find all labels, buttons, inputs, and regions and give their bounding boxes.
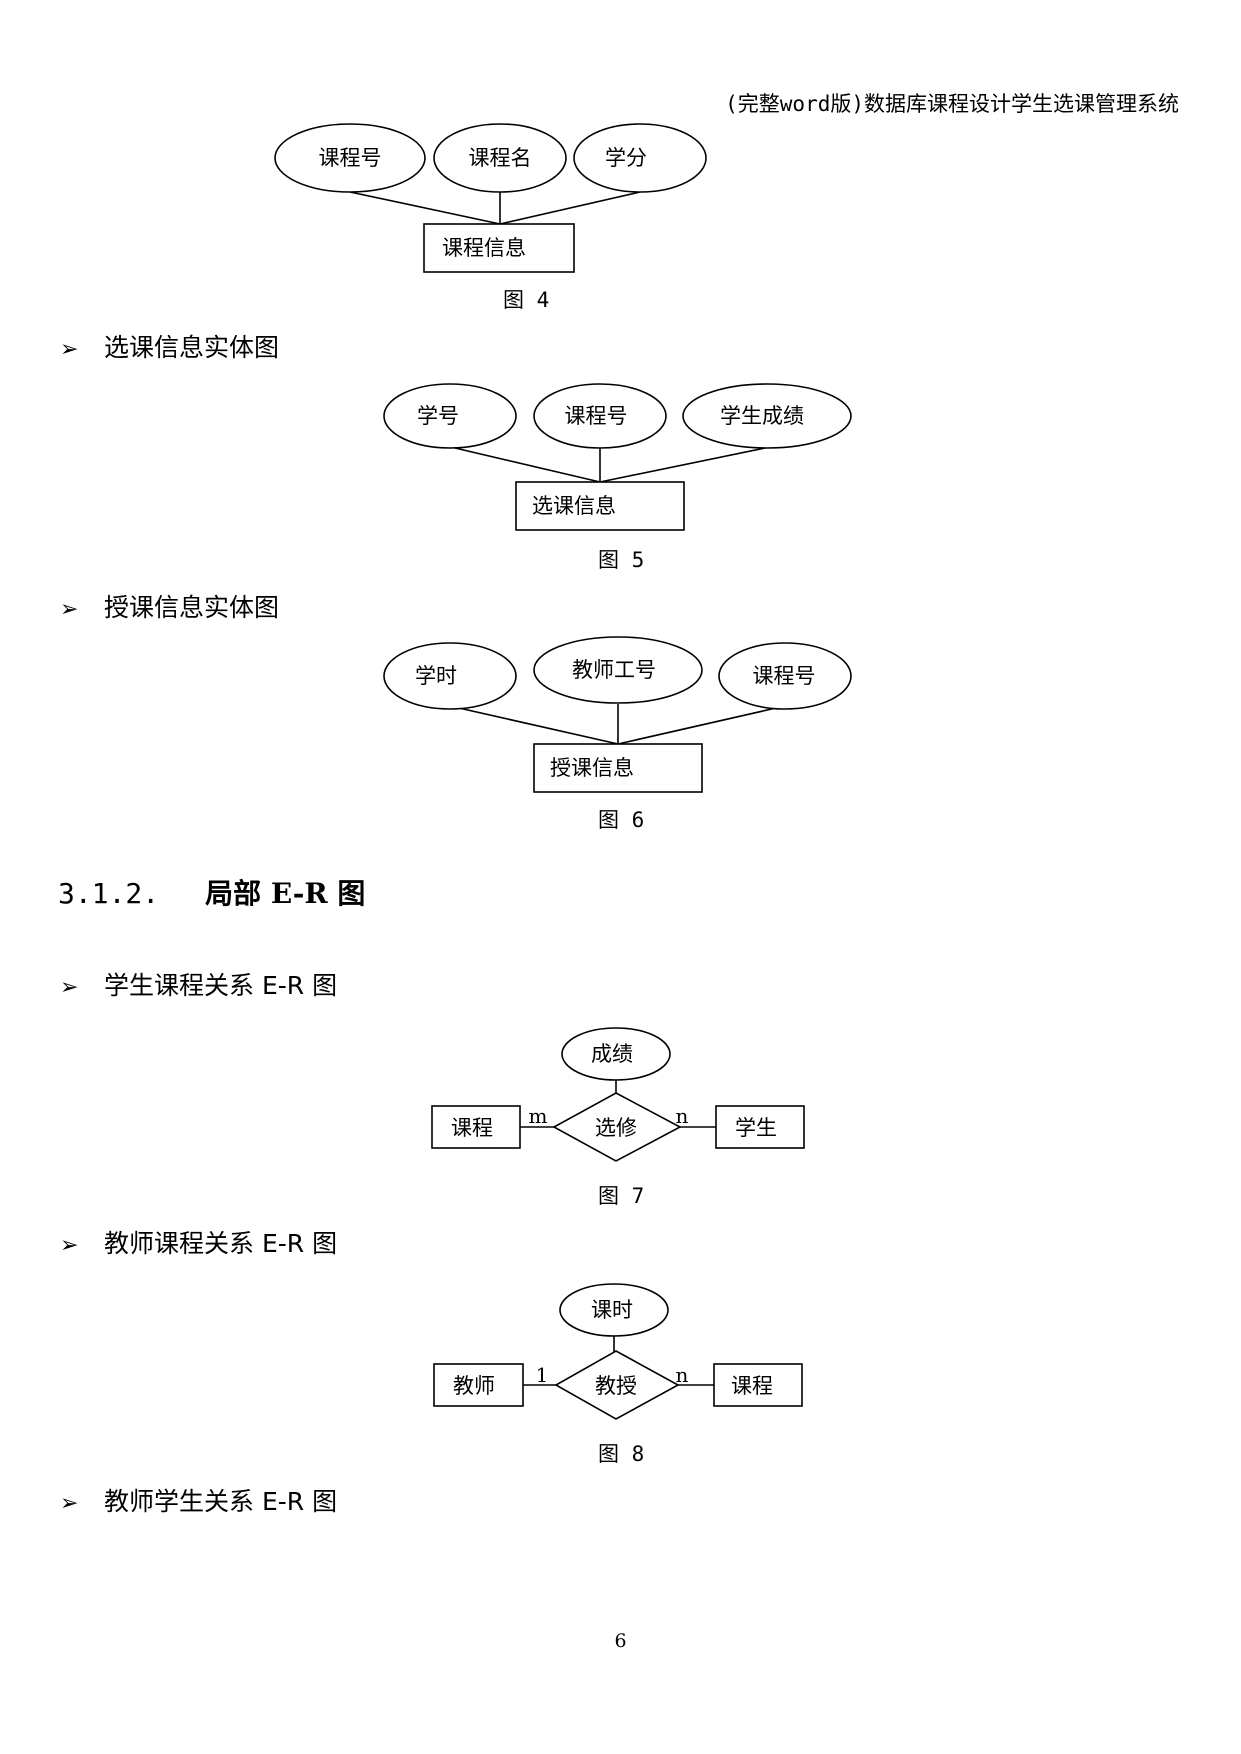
- attribute-ellipse: [718, 642, 852, 710]
- fig6-attr-2: 教师工号: [572, 658, 656, 682]
- fig7-caption: 图 7: [598, 1184, 645, 1208]
- fig5-entity: 选课信息: [532, 494, 616, 518]
- attribute-ellipse: [383, 383, 517, 449]
- entity-box: [515, 481, 685, 531]
- fig4-caption: 图 4: [503, 288, 550, 312]
- attribute-ellipse: [682, 383, 852, 449]
- section-number: 3.1.2.: [58, 877, 160, 910]
- entity-box: [433, 1363, 524, 1407]
- arrowhead-bullet-icon: ➢: [60, 1233, 79, 1258]
- fig8-attr: 课时: [591, 1298, 633, 1322]
- fig7-left-entity: 课程: [451, 1116, 493, 1140]
- bullet-teacher-student-er: ➢教师学生关系 E-R 图: [60, 1487, 338, 1516]
- relationship-diamond: [554, 1350, 680, 1420]
- fig8-caption: 图 8: [598, 1442, 645, 1466]
- attribute-ellipse: [533, 383, 667, 449]
- arrowhead-bullet-icon: ➢: [60, 597, 79, 622]
- figure-7: 成绩 选修 课程 学生 m n: [431, 1027, 805, 1162]
- page-number: 6: [614, 1630, 627, 1652]
- attribute-ellipse: [559, 1283, 669, 1337]
- fig8-right-cardinality: n: [676, 1363, 689, 1387]
- attribute-ellipse: [573, 123, 707, 193]
- fig6-caption: 图 6: [598, 808, 645, 832]
- fig4-attr-2: 课程名: [469, 146, 532, 170]
- attribute-ellipse: [383, 642, 517, 710]
- bullet-selection-entity: ➢选课信息实体图: [60, 333, 280, 362]
- fig7-right-entity: 学生: [735, 1116, 777, 1140]
- fig6-entity: 授课信息: [550, 756, 634, 780]
- attribute-ellipse: [433, 123, 567, 193]
- figure-8: 课时 教授 教师 课程 1 n: [433, 1283, 803, 1420]
- bullet-student-course-er: ➢学生课程关系 E-R 图: [60, 971, 338, 1000]
- fig8-relation: 教授: [595, 1374, 637, 1398]
- figure-6: 学时 教师工号 课程号 授课信息: [383, 636, 852, 793]
- entity-box: [423, 223, 575, 273]
- fig5-caption: 图 5: [598, 548, 645, 572]
- arrowhead-bullet-icon: ➢: [60, 975, 79, 1000]
- fig6-attr-3: 课程号: [753, 664, 816, 688]
- fig4-entity: 课程信息: [442, 236, 526, 260]
- fig8-right-entity: 课程: [731, 1374, 773, 1398]
- fig6-attr-1: 学时: [415, 664, 457, 688]
- entity-box: [533, 743, 703, 793]
- fig5-attr-2: 课程号: [565, 404, 628, 428]
- section-heading: 3.1.2. 局部 E-R 图: [58, 872, 365, 912]
- figure-5: 学号 课程号 学生成绩 选课信息: [383, 383, 852, 531]
- fig7-right-cardinality: n: [676, 1104, 689, 1128]
- fig5-attr-3: 学生成绩: [720, 404, 804, 428]
- fig4-attr-1: 课程号: [319, 146, 382, 170]
- fig4-attr-3: 学分: [605, 146, 647, 170]
- arrowhead-bullet-icon: ➢: [60, 1491, 79, 1516]
- fig5-attr-1: 学号: [417, 404, 459, 428]
- entity-box: [431, 1105, 521, 1149]
- figure-4: 课程号 课程名 学分 课程信息: [274, 123, 707, 273]
- attribute-ellipse: [533, 636, 703, 704]
- section-title: 局部 E-R 图: [205, 877, 366, 910]
- relationship-diamond: [552, 1092, 682, 1162]
- document-header: (完整word版)数据库课程设计学生选课管理系统: [725, 92, 1179, 116]
- entity-box: [713, 1363, 803, 1407]
- arrowhead-bullet-icon: ➢: [60, 337, 79, 362]
- entity-box: [715, 1105, 805, 1149]
- fig7-attr: 成绩: [591, 1042, 633, 1066]
- fig8-left-entity: 教师: [453, 1374, 495, 1398]
- bullet-teaching-entity: ➢授课信息实体图: [60, 593, 280, 622]
- fig7-relation: 选修: [595, 1116, 637, 1140]
- fig7-left-cardinality: m: [529, 1104, 548, 1128]
- attribute-ellipse: [561, 1027, 671, 1081]
- fig8-left-cardinality: 1: [536, 1363, 549, 1387]
- bullet-teacher-course-er: ➢教师课程关系 E-R 图: [60, 1229, 338, 1258]
- attribute-ellipse: [274, 123, 426, 193]
